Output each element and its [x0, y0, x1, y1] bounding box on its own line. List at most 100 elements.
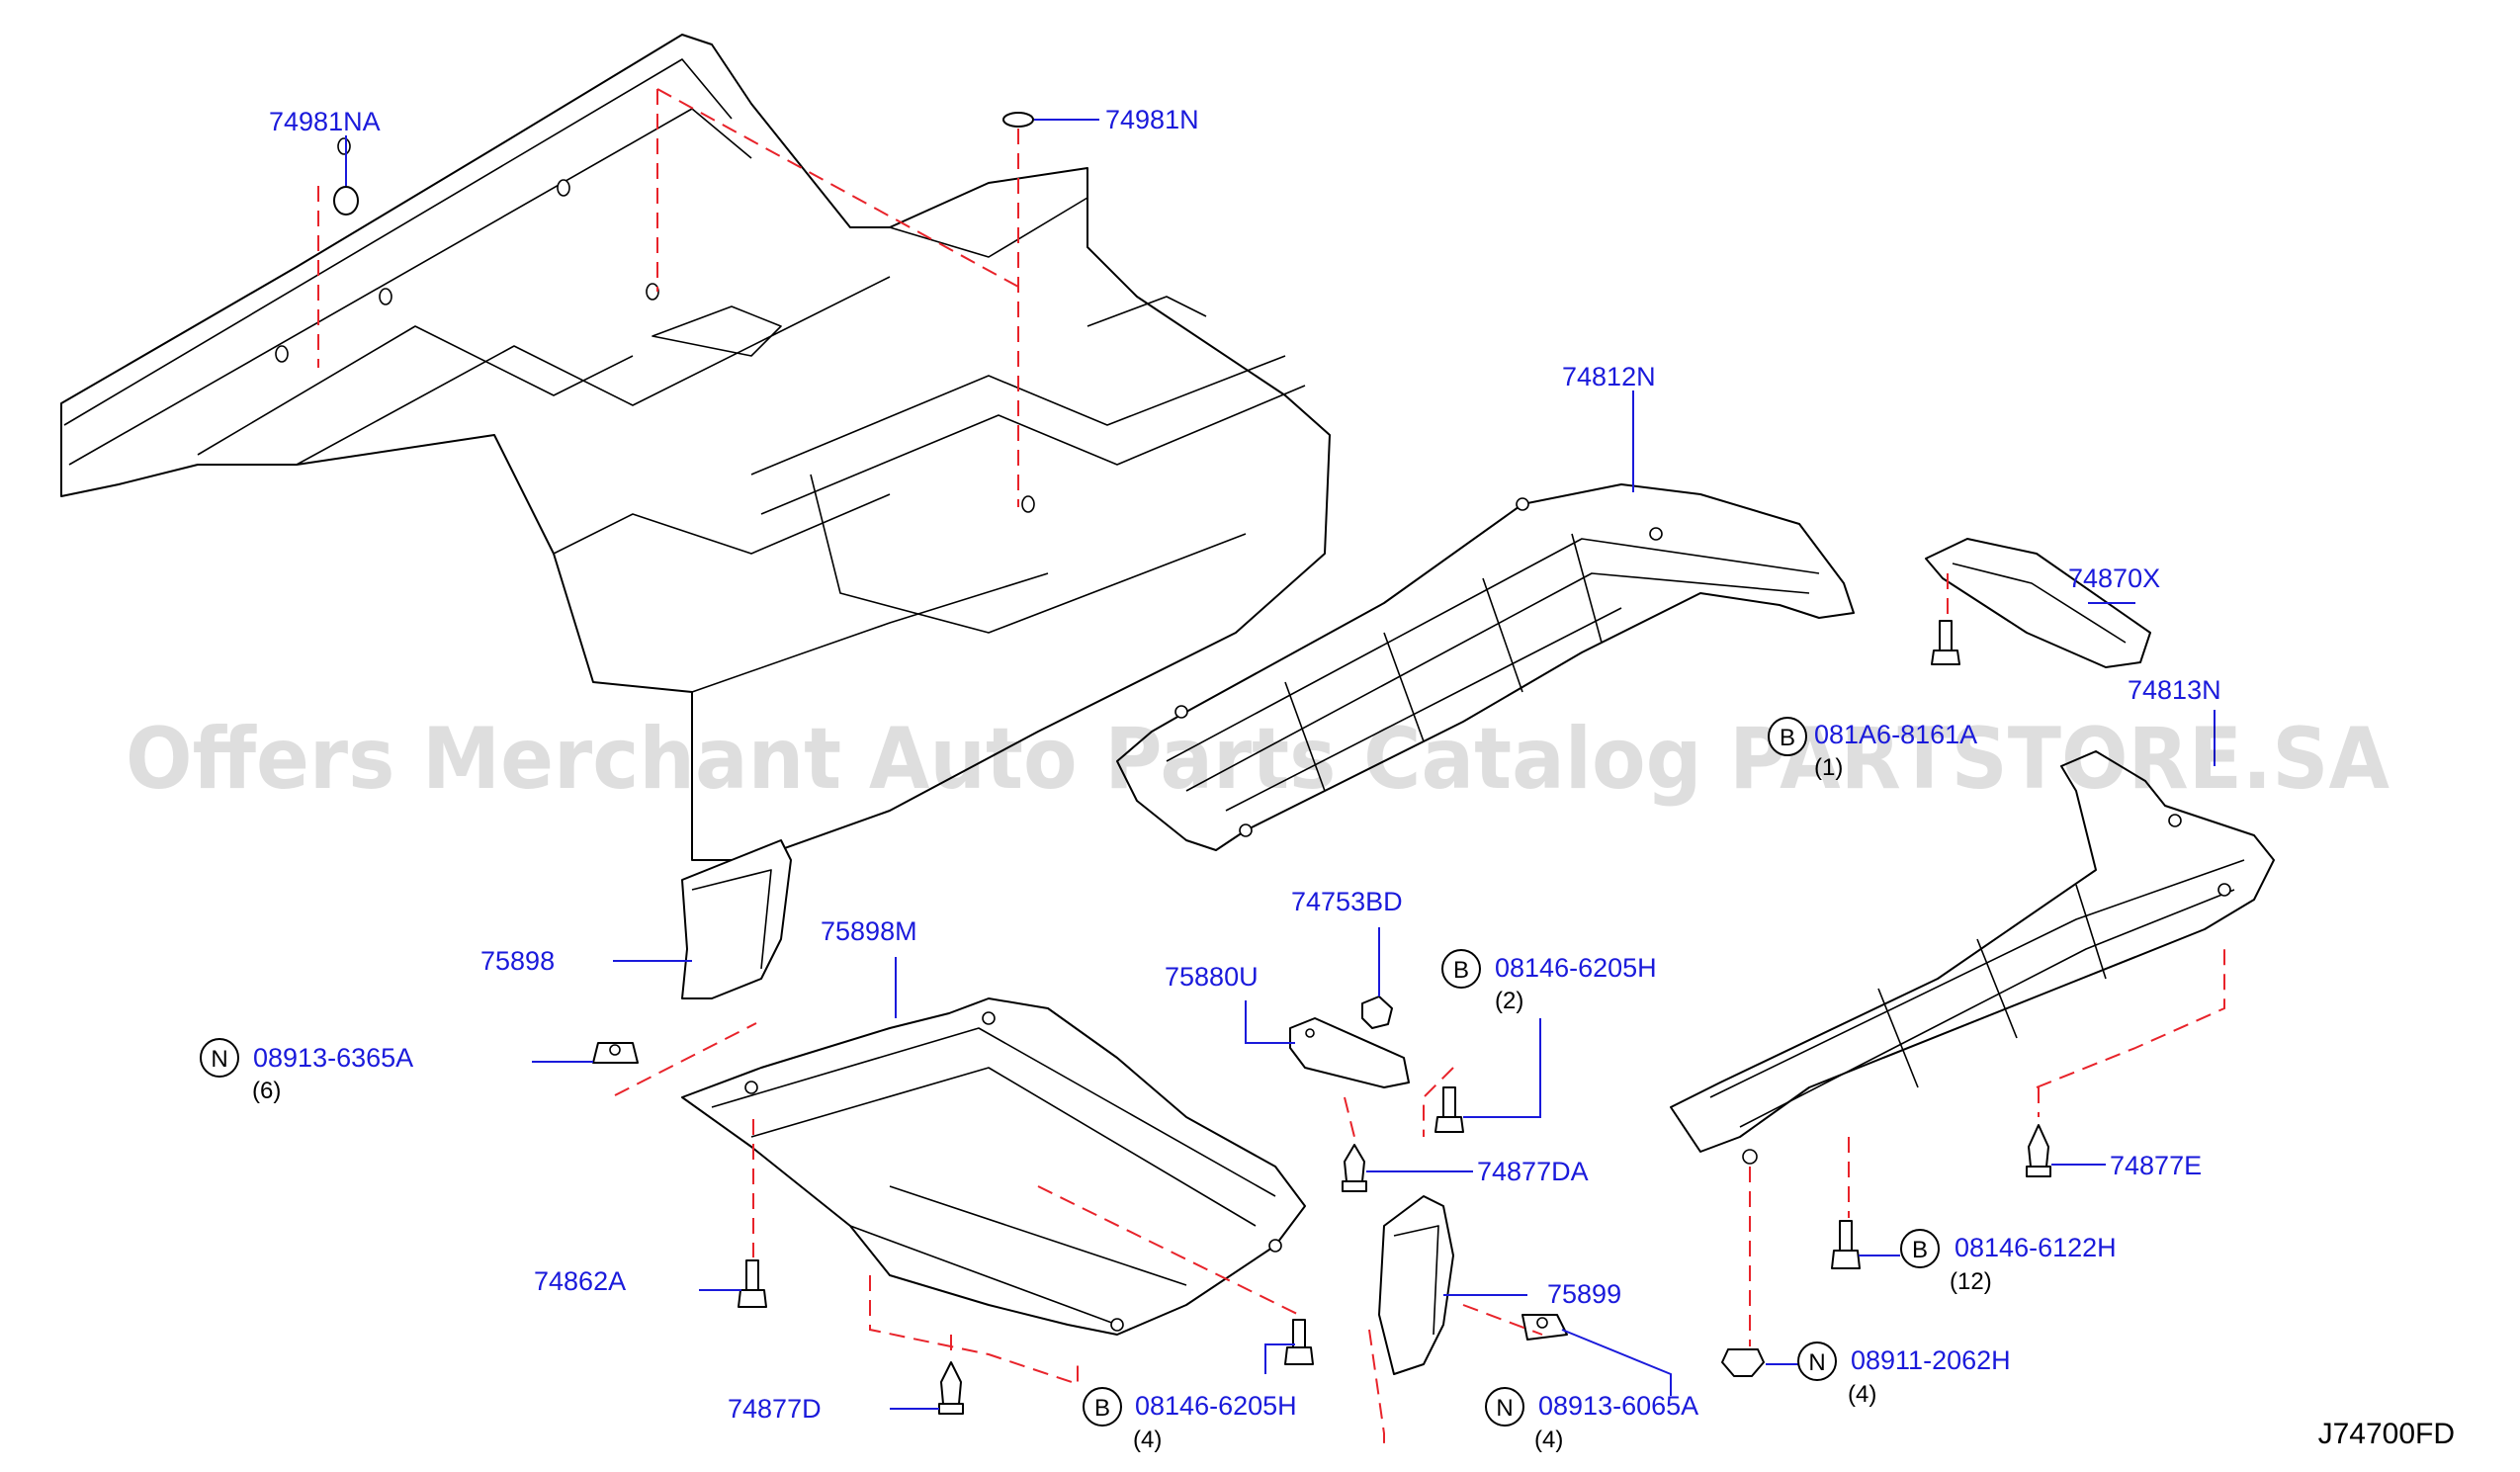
undercover-hole: [1239, 823, 1253, 837]
nut-08913-6365a-icon: [592, 1042, 639, 1064]
part-label-74753bd[interactable]: 74753BD: [1291, 887, 1403, 916]
undercover-center-rib: [1225, 607, 1622, 812]
part-label-75880u[interactable]: 75880U: [1165, 962, 1259, 992]
undercover-right-rib: [1739, 889, 2235, 1128]
part-label-08146-6205h-upper[interactable]: 08146-6205H: [1495, 953, 1657, 983]
undercover-right-outline: [1670, 750, 2275, 1153]
floor-rib: [296, 276, 891, 466]
undercover-hole: [1649, 527, 1663, 541]
undercover-front-rib: [849, 1225, 1118, 1326]
nut-08913-6065a-icon: [1521, 1314, 1568, 1341]
nut-badge: [1797, 1342, 1837, 1381]
nut-08911-2062h-icon: [1721, 1348, 1765, 1377]
guide-line: [1423, 1067, 1454, 1137]
floor-rib: [197, 325, 634, 456]
callout-labels: 74981NA 74981N 74812N 74870X 74813N B 08…: [200, 105, 2455, 1453]
floor-panel: [60, 34, 1331, 861]
floor-rib: [1086, 296, 1207, 327]
badge-letter: N: [1808, 1349, 1825, 1376]
quantity-label: (2): [1495, 988, 1523, 1014]
undercover-right-rib: [1976, 938, 2018, 1039]
nut-badge: [1485, 1387, 1524, 1427]
part-label-74877d[interactable]: 74877D: [728, 1394, 822, 1424]
floor-hole: [337, 137, 351, 155]
badge-letter: B: [1912, 1237, 1928, 1263]
dashed-guide-lines: [317, 88, 2225, 1448]
side-cover-75899-shape: [1378, 1195, 1454, 1375]
badge-letter: B: [1453, 957, 1469, 984]
clip-74877e-icon: [2026, 1124, 2051, 1177]
nut-badge: [200, 1038, 239, 1078]
clip-74753bd-shape: [1361, 996, 1393, 1029]
badge-letter: N: [1496, 1395, 1513, 1422]
badge-letter: B: [1094, 1395, 1110, 1422]
guide-line: [1344, 1096, 1355, 1138]
guide-line: [2036, 949, 2225, 1088]
undercover-center-shape: [1116, 483, 1855, 851]
part-label-74812n[interactable]: 74812N: [1562, 362, 1656, 391]
side-cover-75898-rib: [691, 869, 772, 970]
leader-lines: [345, 119, 2216, 1410]
undercover-hole: [744, 1081, 758, 1094]
guide-line: [1462, 1304, 1543, 1336]
grommet-74981na-icon: [333, 186, 359, 216]
undercover-center-rib: [1166, 538, 1820, 762]
undercover-center-rib: [1284, 681, 1326, 792]
bracket-74870x-inner: [1952, 563, 2127, 644]
undercover-hole: [2168, 814, 2182, 827]
guide-line: [614, 1022, 757, 1096]
undercover-hole: [1516, 497, 1529, 511]
quantity-label: (12): [1950, 1268, 1992, 1295]
undercover-right-shape: [1670, 750, 2275, 1165]
part-label-081a6-8161a[interactable]: 081A6-8161A: [1814, 720, 1977, 749]
leader-75880u: [1245, 1000, 1295, 1044]
part-label-74877da[interactable]: 74877DA: [1477, 1157, 1589, 1186]
bolt-08146-6205h-lower-icon: [1284, 1319, 1314, 1365]
bracket-75880u-shape: [1289, 1017, 1410, 1088]
bolt-badge: [1441, 949, 1481, 989]
floor-hole: [1021, 495, 1035, 513]
part-label-08913-6365a[interactable]: 08913-6365A: [253, 1043, 413, 1073]
floor-rib: [691, 572, 1049, 693]
bracket-hole: [1305, 1028, 1315, 1038]
part-label-75899[interactable]: 75899: [1547, 1279, 1621, 1309]
part-label-74981n[interactable]: 74981N: [1105, 105, 1199, 134]
undercover-front-rib: [711, 1027, 1276, 1197]
guide-line: [869, 1275, 1079, 1386]
leader-08146-6205h-upper: [1463, 1018, 1541, 1118]
quantity-label: (4): [1848, 1381, 1876, 1408]
part-label-08146-6205h-lower[interactable]: 08146-6205H: [1135, 1391, 1297, 1421]
part-label-74877e[interactable]: 74877E: [2110, 1151, 2202, 1180]
floor-crossmember: [760, 385, 1306, 515]
bolt-08146-6122h-icon: [1831, 1220, 1861, 1269]
undercover-hole: [1742, 1149, 1758, 1165]
part-label-74813n[interactable]: 74813N: [2128, 675, 2221, 705]
part-label-74862a[interactable]: 74862A: [534, 1266, 626, 1296]
part-label-08913-6065a[interactable]: 08913-6065A: [1538, 1391, 1698, 1421]
bolt-74862a-icon: [738, 1259, 767, 1308]
undercover-center-rib: [1571, 533, 1603, 644]
guide-line: [1368, 1329, 1385, 1448]
clip-74877d-icon: [938, 1361, 964, 1415]
undercover-front-outline: [681, 997, 1306, 1336]
undercover-center-rib: [1383, 632, 1425, 742]
floor-hole: [379, 288, 392, 305]
leader-08146-6205h-lower: [1264, 1343, 1295, 1374]
undercover-center-rib: [1482, 577, 1523, 693]
undercover-hole: [1110, 1318, 1124, 1332]
part-label-74870x[interactable]: 74870X: [2068, 563, 2160, 593]
leader-08913-6065a: [1561, 1329, 1672, 1396]
bolt-badge: [1900, 1229, 1940, 1268]
quantity-label: (1): [1814, 754, 1843, 781]
watermark-text: Offers Merchant Auto Parts Catalog PARTS…: [126, 710, 2390, 809]
part-label-75898[interactable]: 75898: [480, 946, 555, 976]
undercover-hole: [982, 1011, 996, 1025]
floor-rail-line: [63, 58, 733, 426]
part-label-75898m[interactable]: 75898M: [821, 916, 917, 946]
part-label-08911-2062h[interactable]: 08911-2062H: [1851, 1345, 2011, 1375]
side-cover-75899-rib: [1393, 1225, 1439, 1336]
part-label-74981na[interactable]: 74981NA: [269, 107, 381, 136]
part-label-08146-6122h[interactable]: 08146-6122H: [1955, 1233, 2117, 1262]
undercover-front-rib: [750, 1067, 1257, 1227]
